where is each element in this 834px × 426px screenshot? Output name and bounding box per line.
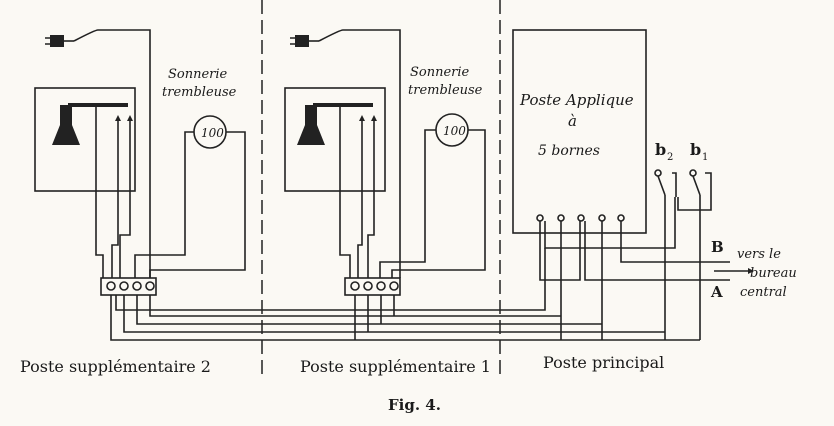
destination-label: bureau xyxy=(750,266,797,281)
destination-label: central xyxy=(740,285,787,300)
station-2: 100 Sonnerie trembleuse Poste supplément… xyxy=(20,29,246,376)
switch-label: b xyxy=(690,140,701,159)
station-label: Poste supplémentaire 2 xyxy=(20,357,211,376)
station-label: Poste supplémentaire 1 xyxy=(300,357,491,376)
line-label-b: B xyxy=(711,238,724,256)
terminal-block xyxy=(100,277,157,296)
switch-b2[interactable]: b 2 xyxy=(654,140,677,340)
bus-wires xyxy=(110,248,700,341)
destination-label: vers le xyxy=(737,247,781,262)
handset-icon xyxy=(290,29,401,278)
bell-label: trembleuse xyxy=(408,83,483,98)
switch-subscript: 2 xyxy=(667,152,673,163)
terminal-block xyxy=(344,277,401,296)
main-station: Poste Applique à 5 bornes b 2 b 1 B A ve… xyxy=(512,29,797,372)
telephone-box xyxy=(34,87,136,192)
line-label-a: A xyxy=(710,283,723,301)
figure-caption: Fig. 4. xyxy=(388,396,441,414)
bell-value: 100 xyxy=(201,126,224,140)
station-1: 100 Sonnerie trembleuse Poste supplément… xyxy=(284,29,491,376)
switch-b1[interactable]: b 1 xyxy=(677,140,712,340)
main-box-label: 5 bornes xyxy=(538,143,600,159)
main-box-label: Poste Applique xyxy=(519,91,634,109)
handset-icon xyxy=(45,29,151,278)
switch-label: b xyxy=(655,140,666,159)
bell-value: 100 xyxy=(443,124,466,138)
main-box-label: à xyxy=(568,112,577,130)
receiver-icon xyxy=(297,103,373,278)
receiver-icon xyxy=(52,103,128,278)
terminals xyxy=(536,214,625,222)
bell-label: Sonnerie xyxy=(410,65,470,80)
main-box xyxy=(512,29,647,234)
bell-label: trembleuse xyxy=(162,85,237,100)
bell-label: Sonnerie xyxy=(168,67,228,82)
telephone-box xyxy=(284,87,386,192)
station-label: Poste principal xyxy=(543,353,664,372)
switch-subscript: 1 xyxy=(702,152,708,163)
